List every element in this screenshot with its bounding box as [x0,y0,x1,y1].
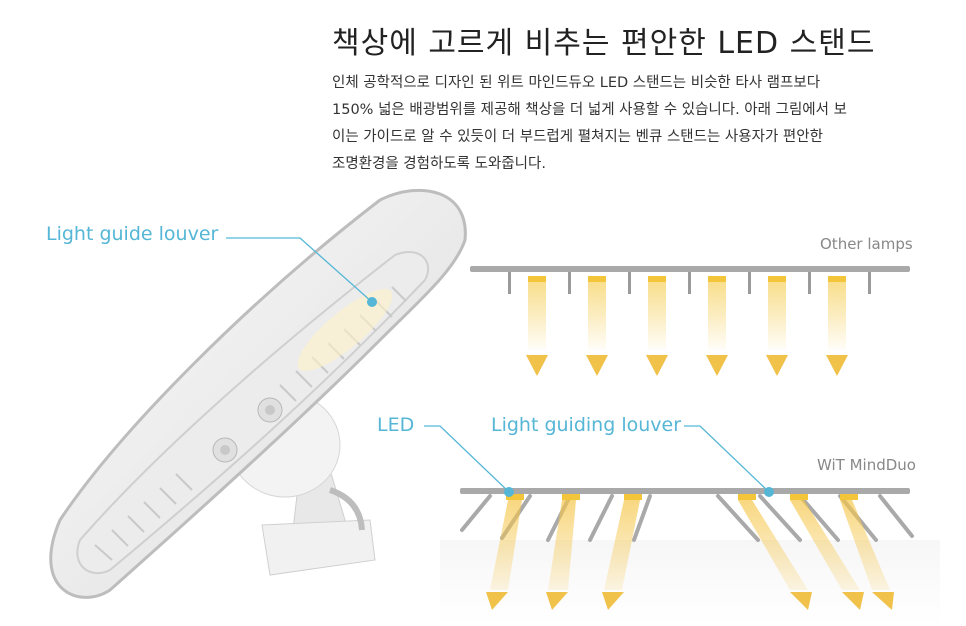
mindduo-arrows [486,592,894,610]
mindduo-diagram [424,425,940,626]
other-lamps-arrows [526,355,848,376]
label-wit-mindduo: WiT MindDuo [817,456,916,474]
other-lamps-beams [528,280,846,350]
page-title: 책상에 고르게 비추는 편안한 LED 스탠드 [332,26,876,61]
description: 인체 공학적으로 디자인 된 위트 마인드듀오 LED 스탠드는 비슷한 타사 … [332,70,952,178]
mindduo-beams [490,500,890,590]
label-light-guiding-louver: Light guiding louver [491,414,682,436]
other-lamps-diagram [470,266,910,376]
description-line: 150% 넓은 배광범위를 제공해 책상을 더 넓게 사용할 수 있습니다. 아… [332,102,847,118]
label-other-lamps: Other lamps [820,235,913,253]
description-line: 인체 공학적으로 디자인 된 위트 마인드듀오 LED 스탠드는 비슷한 타사 … [332,75,821,91]
mindduo-louvers [460,494,914,542]
label-light-guide-louver: Light guide louver [46,223,219,245]
description-line: 조명환경을 경험하도록 도와줍니다. [332,156,546,172]
description-line: 이는 가이드로 알 수 있듯이 더 부드럽게 펼쳐지는 벤큐 스탠드는 사용자가… [332,129,823,145]
lamp-illustration [49,188,467,599]
label-led: LED [377,414,415,436]
